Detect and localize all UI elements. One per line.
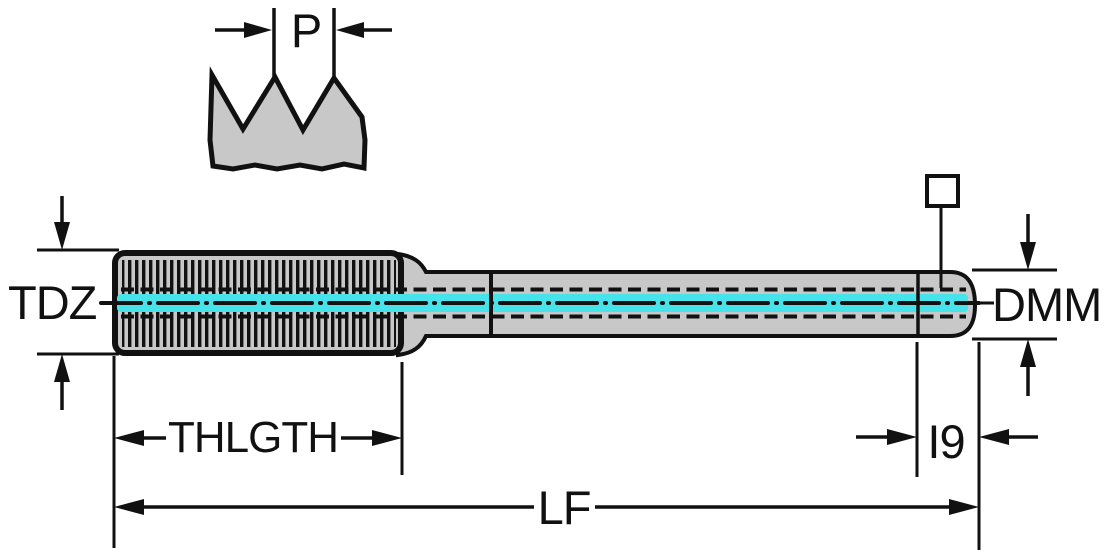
overall-length-label: LF: [538, 481, 591, 534]
i9-arrow-right-head: [979, 429, 1009, 445]
thread-diameter-label: TDZ: [8, 276, 97, 329]
dmm-arrow-bottom-head: [1020, 339, 1036, 367]
thlgth-dimension: THLGTH: [112, 356, 404, 548]
square-drive-icon: [925, 174, 960, 208]
tdz-dimension: TDZ: [8, 196, 119, 410]
dmm-arrow-top-head: [1020, 242, 1036, 270]
pitch-label: P: [291, 4, 321, 57]
shank-diameter-label: DMM: [992, 278, 1101, 331]
i9-arrow-left-head: [887, 429, 917, 445]
tdz-arrow-bottom-head: [54, 354, 70, 382]
tdz-arrow-top-head: [54, 222, 70, 250]
i9-dimension: I9: [856, 342, 1038, 477]
thread-teeth-shape: [207, 66, 368, 172]
square-drive-symbol: [925, 174, 960, 288]
thlgth-arrow-right-head: [372, 430, 402, 446]
thread-profile-detail: P: [207, 4, 392, 172]
thlgth-arrow-left-head: [114, 430, 144, 446]
thread-length-label: THLGTH: [168, 413, 338, 462]
lf-arrow-right-head: [949, 499, 979, 515]
pitch-arrow-left-head: [244, 22, 272, 38]
lf-dimension: LF: [114, 342, 981, 550]
pitch-arrow-right-head: [336, 22, 364, 38]
centerline-highlight: [117, 294, 968, 312]
dmm-dimension: DMM: [972, 214, 1102, 396]
lf-arrow-left-head: [114, 499, 144, 515]
tap-body: [99, 250, 981, 358]
square-length-label: I9: [927, 415, 964, 468]
